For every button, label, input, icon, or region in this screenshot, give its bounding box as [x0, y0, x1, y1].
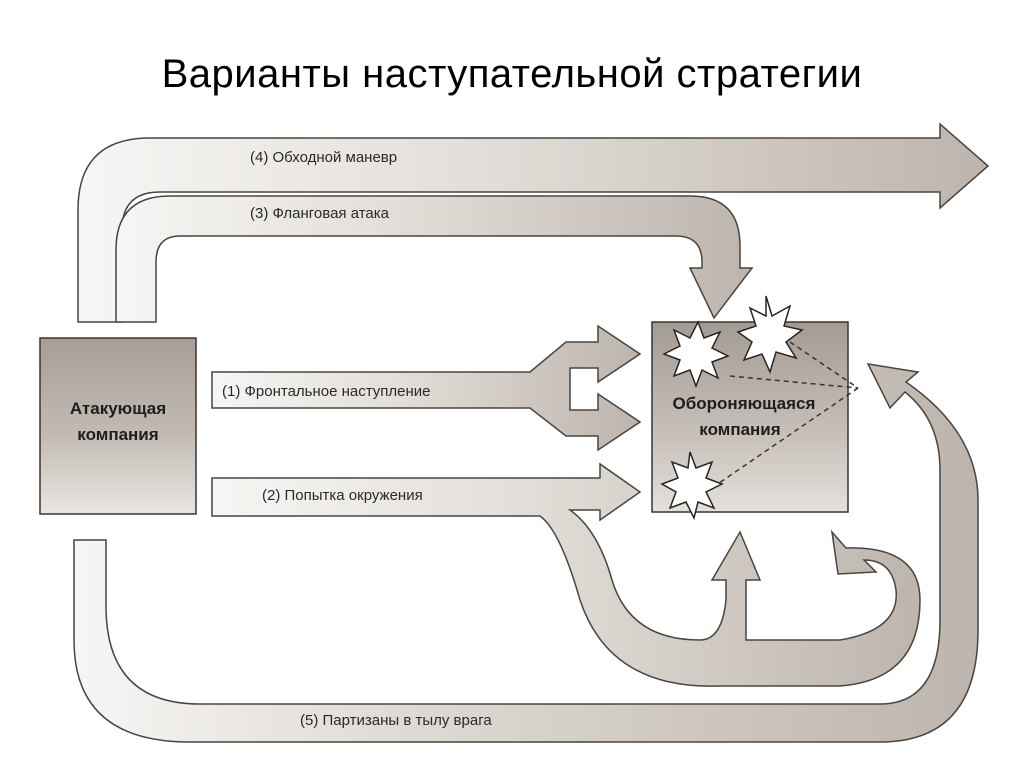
- slide-title: Варианты наступательной стратегии: [161, 52, 863, 96]
- impact-star-icon: [660, 451, 724, 521]
- impact-star-icon: [736, 295, 804, 375]
- attacking-company-line1: Атакующая: [70, 399, 166, 418]
- attacking-company-line2: компания: [77, 425, 158, 444]
- dashed-target-lines: [705, 341, 859, 493]
- strategy-label-2: (2) Попытка окружения: [262, 487, 423, 504]
- arrow-encirclement: (2) Попытка окружения: [211, 462, 921, 687]
- strategy-label-3: (3) Фланговая атака: [250, 205, 390, 222]
- attacking-company-box: Атакующая компания: [39, 337, 197, 515]
- impact-star-icon: [662, 320, 730, 389]
- arrow-guerrilla: (5) Партизаны в тылу врага: [73, 363, 979, 743]
- arrow-frontal-attack: (1) Фронтальное наступление: [211, 324, 642, 452]
- arrow-bypass-maneuver: (4) Обходной маневр: [77, 122, 990, 323]
- strategy-label-4: (4) Обходной маневр: [250, 149, 397, 166]
- defending-company-line1: Обороняющаяся: [673, 394, 816, 413]
- strategy-label-1: (1) Фронтальное наступление: [222, 383, 431, 400]
- arrow-flank-attack: (3) Фланговая атака: [115, 195, 754, 323]
- strategy-label-5: (5) Партизаны в тылу врага: [300, 712, 492, 729]
- defending-company-line2: компания: [699, 420, 780, 439]
